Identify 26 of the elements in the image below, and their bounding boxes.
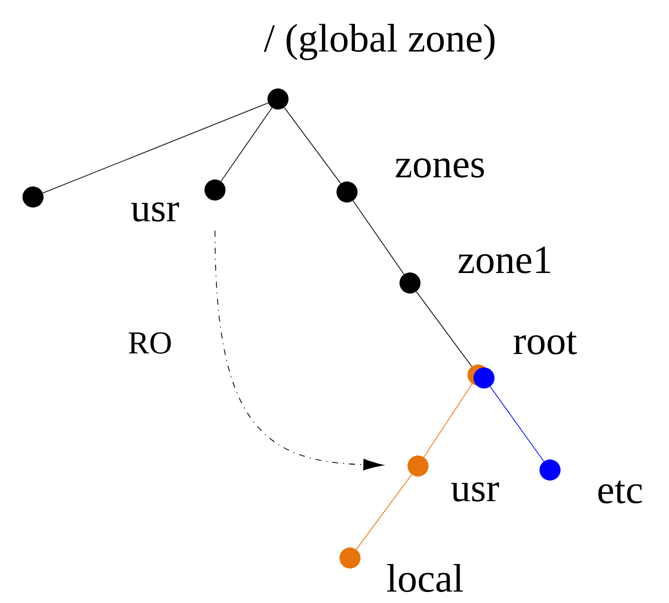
tree-line	[490, 386, 544, 462]
node-label: / (global zone)	[264, 24, 494, 60]
tree-line	[42, 102, 268, 194]
dot	[22, 186, 44, 208]
dot	[336, 182, 358, 202]
tree-line	[220, 107, 272, 182]
dot	[400, 272, 420, 294]
dot	[268, 88, 288, 110]
tree-line	[416, 291, 472, 367]
node-label: zones	[396, 158, 484, 178]
node-label: usr	[451, 482, 499, 502]
edge-label: RO	[128, 332, 171, 354]
tree-line	[356, 474, 412, 550]
node-label: etc	[598, 480, 642, 504]
dot	[408, 456, 428, 476]
node-label: usr	[131, 202, 179, 222]
tree-line	[352, 200, 404, 275]
dot	[540, 460, 560, 480]
node-label: local	[387, 564, 463, 592]
node-label: zone1	[458, 246, 550, 274]
dot	[340, 548, 360, 568]
dash-dot-arrow	[214, 230, 384, 470]
tree-line	[284, 107, 342, 184]
node-label: root	[514, 332, 577, 354]
dot	[204, 180, 226, 200]
tree-line	[424, 384, 473, 458]
